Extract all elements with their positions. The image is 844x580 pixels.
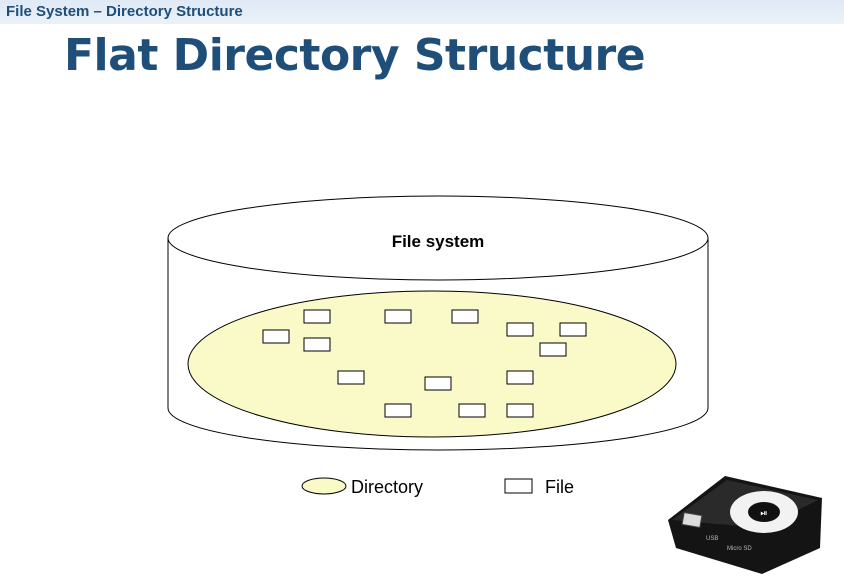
micro-sd-label: Micro SD [727, 546, 752, 552]
files-group [262, 309, 587, 418]
directory-ellipse [187, 290, 677, 438]
file-icon [384, 309, 412, 324]
file-icon [337, 370, 365, 385]
slide-title: Flat Directory Structure [64, 30, 646, 81]
file-icon [451, 309, 479, 324]
file-icon [559, 322, 587, 337]
mp3-player-icon: ⏯ USB Micro SD [668, 476, 822, 574]
file-icon [303, 337, 331, 352]
file-icon [458, 403, 486, 418]
file-icon [424, 376, 452, 391]
legend-file-label: File [545, 477, 574, 497]
file-icon [506, 322, 534, 337]
file-icon [539, 342, 567, 357]
file-system-label: File system [392, 232, 485, 251]
legend-file-icon [504, 478, 533, 494]
usb-label: USB [706, 536, 718, 542]
file-system-top [167, 195, 709, 281]
file-icon [303, 309, 331, 324]
file-icon [384, 403, 412, 418]
file-icon [506, 370, 534, 385]
file-icon [262, 329, 290, 344]
header-bar: File System – Directory Structure [0, 0, 844, 24]
svg-text:⏯: ⏯ [760, 509, 767, 519]
legend-directory-icon [301, 477, 347, 495]
file-icon [506, 403, 534, 418]
legend-directory-label: Directory [351, 477, 423, 497]
header-title: File System – Directory Structure [6, 3, 243, 20]
